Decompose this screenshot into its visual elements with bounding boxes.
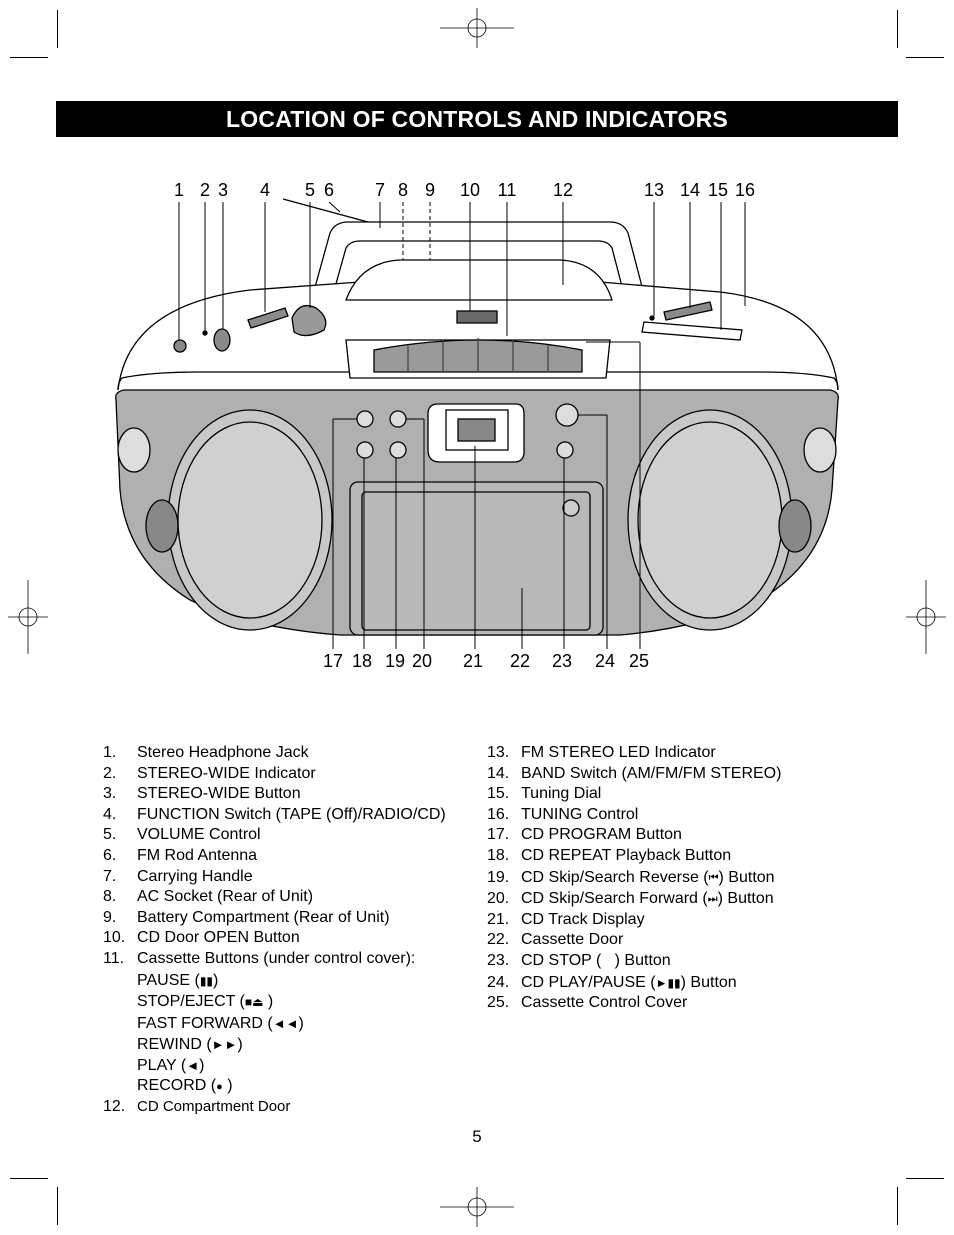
callout-18: 18 bbox=[352, 651, 372, 671]
list-item: 10.CD Door OPEN Button bbox=[103, 929, 300, 947]
list-item: 25.Cassette Control Cover bbox=[487, 994, 688, 1012]
cd-skip-forward-button bbox=[389, 410, 407, 428]
list-item: 5.VOLUME Control bbox=[103, 826, 261, 844]
callout-2: 2 bbox=[200, 180, 210, 200]
bottom-callout-labels: 17 18 19 20 21 22 23 24 25 bbox=[323, 651, 649, 671]
crop-mark bbox=[57, 1187, 58, 1225]
cd-open-button bbox=[456, 310, 498, 324]
callout-7: 7 bbox=[375, 180, 385, 200]
cd-stop-button bbox=[556, 441, 574, 459]
list-item: 12.CD Compartment Door bbox=[103, 1097, 291, 1115]
crop-mark bbox=[906, 57, 944, 58]
cassette-button-pause: PAUSE (▮▮) bbox=[103, 970, 446, 992]
callout-10: 10 bbox=[460, 180, 480, 200]
list-item: 13.FM STEREO LED Indicator bbox=[487, 744, 716, 761]
top-callout-labels: 1 2 3 4 5 6 7 8 9 10 11 12 13 14 15 16 bbox=[174, 180, 755, 200]
callout-21: 21 bbox=[463, 651, 483, 671]
list-item: 9.Battery Compartment (Rear of Unit) bbox=[103, 908, 390, 926]
list-item: 19.CD Skip/Search Reverse (⏮) Button bbox=[487, 867, 781, 889]
cassette-button-play: PLAY (◄) bbox=[137, 1056, 205, 1074]
crop-mark bbox=[897, 10, 898, 48]
list-item: 20.CD Skip/Search Forward (⏭) Button bbox=[487, 888, 781, 910]
list-item: 7.Carrying Handle bbox=[103, 867, 253, 885]
cassette-button-fast-forward: FAST FORWARD (◄◄) bbox=[103, 1013, 446, 1035]
callout-1: 1 bbox=[174, 180, 184, 200]
crop-mark bbox=[906, 1178, 944, 1179]
callout-16: 16 bbox=[735, 180, 755, 200]
cd-repeat-button bbox=[356, 441, 374, 459]
list-item: 4.FUNCTION Switch (TAPE (Off)/RADIO/CD) bbox=[103, 805, 446, 823]
stereo-wide-button bbox=[213, 328, 231, 352]
left-list: 1.Stereo Headphone Jack 2.STEREO-WIDE In… bbox=[103, 743, 446, 1117]
callout-11: 11 bbox=[498, 180, 517, 200]
callout-14: 14 bbox=[680, 180, 700, 200]
callout-22: 22 bbox=[510, 651, 530, 671]
fm-stereo-led bbox=[649, 315, 655, 321]
callout-12: 12 bbox=[553, 180, 573, 200]
cd-play-pause-button bbox=[555, 403, 579, 427]
crop-mark bbox=[897, 1187, 898, 1225]
list-item: 1.Stereo Headphone Jack bbox=[103, 744, 309, 761]
list-item: 23.CD STOP ( ) Button bbox=[487, 951, 671, 969]
stop-eject-icon: ■⏏ bbox=[244, 995, 264, 1010]
callout-20: 20 bbox=[412, 651, 432, 671]
stereo-wide-indicator bbox=[202, 330, 208, 336]
page-title: LOCATION OF CONTROLS AND INDICATORS bbox=[56, 101, 898, 137]
list-item: 15.Tuning Dial bbox=[487, 785, 602, 803]
rewind-icon: ►► bbox=[211, 1037, 238, 1053]
crop-mark bbox=[10, 57, 48, 58]
callout-6: 6 bbox=[324, 180, 334, 200]
callout-25: 25 bbox=[629, 651, 649, 671]
play-icon: ◄ bbox=[186, 1057, 200, 1073]
fast-forward-icon: ◄◄ bbox=[272, 1015, 299, 1031]
tuning-dial bbox=[641, 321, 743, 341]
callout-24: 24 bbox=[595, 651, 615, 671]
volume-control bbox=[291, 304, 327, 337]
list-item: 14.BAND Switch (AM/FM/FM STEREO) bbox=[487, 764, 782, 782]
list-item: 2.STEREO-WIDE Indicator bbox=[103, 764, 316, 782]
function-switch bbox=[247, 307, 289, 329]
cd-compartment-door bbox=[345, 259, 613, 301]
skip-forward-icon: ⏭ bbox=[707, 893, 718, 906]
list-item: 18.CD REPEAT Playback Button bbox=[487, 846, 732, 864]
crop-mark bbox=[10, 1178, 48, 1179]
list-item: 11.Cassette Buttons (under control cover… bbox=[103, 949, 416, 967]
cassette-button-rewind: REWIND (►►) bbox=[103, 1034, 446, 1056]
cd-skip-reverse-button bbox=[389, 441, 407, 459]
callout-23: 23 bbox=[552, 651, 572, 671]
cassette-button-record: RECORD (● ) bbox=[103, 1075, 446, 1096]
page-number: 5 bbox=[472, 1127, 482, 1146]
list-item: 8.AC Socket (Rear of Unit) bbox=[103, 888, 314, 906]
band-switch bbox=[663, 301, 713, 321]
play-pause-icon: ►▮▮ bbox=[655, 976, 681, 991]
skip-reverse-icon: ⏮ bbox=[708, 871, 719, 884]
callout-15: 15 bbox=[708, 180, 728, 200]
cd-program-button bbox=[356, 410, 374, 428]
list-item: 17.CD PROGRAM Button bbox=[487, 826, 682, 844]
cassette-button-stop-eject: STOP/EJECT (■⏏ ) bbox=[103, 991, 446, 1013]
callout-4: 4 bbox=[260, 180, 270, 200]
crop-mark bbox=[57, 10, 58, 48]
callout-19: 19 bbox=[385, 651, 405, 671]
list-item: 6.FM Rod Antenna bbox=[103, 846, 258, 864]
list-item: 3.STEREO-WIDE Button bbox=[103, 785, 301, 803]
list-item: 16.TUNING Control bbox=[487, 805, 639, 823]
pause-icon: ▮▮ bbox=[199, 973, 214, 988]
callout-9: 9 bbox=[425, 180, 435, 200]
record-icon: ● bbox=[216, 1080, 223, 1093]
list-item: 21.CD Track Display bbox=[487, 910, 645, 928]
boombox-diagram: 1 2 3 4 5 6 7 8 9 10 11 12 13 14 15 16 1… bbox=[115, 180, 839, 671]
leader-lines bbox=[178, 201, 746, 649]
headphone-jack bbox=[173, 339, 187, 353]
list-item: 24.CD PLAY/PAUSE (►▮▮) Button bbox=[487, 971, 781, 993]
callout-3: 3 bbox=[218, 180, 228, 200]
callout-8: 8 bbox=[398, 180, 408, 200]
callout-5: 5 bbox=[305, 180, 315, 200]
list-item: 22.Cassette Door bbox=[487, 931, 624, 949]
right-list: 13.FM STEREO LED Indicator 14.BAND Switc… bbox=[487, 743, 781, 1014]
callout-13: 13 bbox=[644, 180, 664, 200]
callout-17: 17 bbox=[323, 651, 343, 671]
